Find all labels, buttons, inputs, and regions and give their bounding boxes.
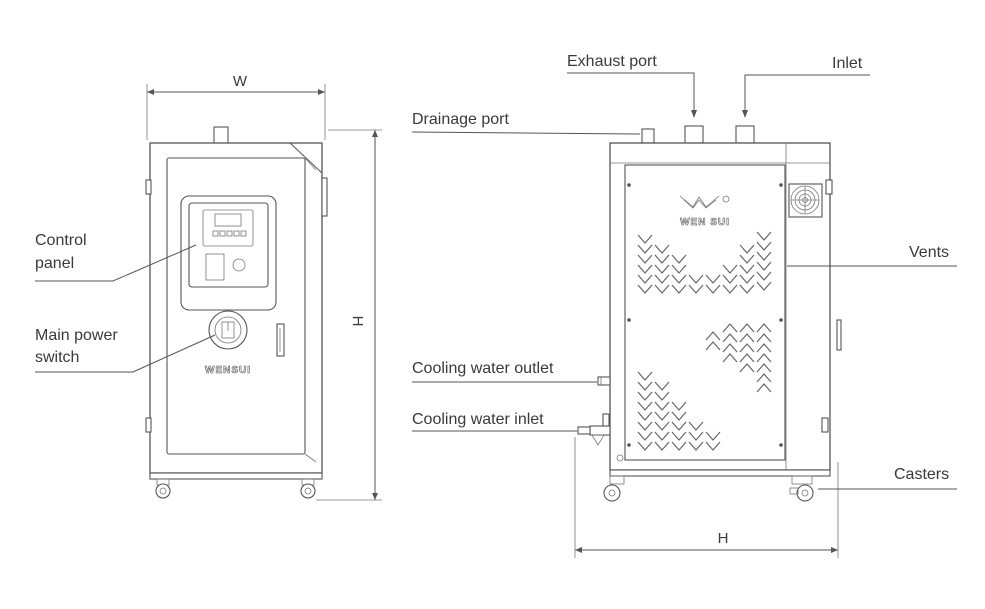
exhaust-port [684,125,704,144]
cooling-water-inlet-label: Cooling water inlet [412,411,544,428]
side-hinge-top [825,179,833,195]
inlet-leader [744,74,870,112]
front-width-label: W [233,73,248,90]
controller-display [202,209,254,247]
drainage-port [641,128,655,144]
side-depth-label: H [718,530,729,547]
cooling-water-inlet-fitting [577,413,611,446]
vent-panel [624,164,786,461]
inlet-port [735,125,755,144]
inlet-label: Inlet [832,55,863,72]
front-side-bracket [321,177,328,217]
front-view-machine: WENSUI [145,126,328,499]
main-power-label-line2: switch [35,349,79,366]
exhaust-port-leader [567,72,695,112]
side-latch [836,319,842,351]
door-latch [276,323,285,357]
cooling-water-outlet-fitting [597,376,611,386]
front-hinge-top [145,179,152,195]
front-hinge-bottom [145,417,152,433]
front-brand-logo: WENSUI [205,365,251,376]
front-width-dimension: W [146,73,326,140]
main-power-leader [35,334,216,373]
side-brand-logo: WEN SUI [680,217,730,228]
cooling-water-outlet-label: Cooling water outlet [412,360,554,377]
control-label-plate [205,253,225,281]
cooling-fan-icon [788,183,823,218]
front-caster-right [300,478,316,499]
vents-label: Vents [909,244,949,261]
side-caster-right [789,475,814,502]
front-base [149,472,323,480]
side-depth-dimension: H [574,437,839,558]
indicator-knob [232,258,246,272]
front-top-outlet [213,126,229,145]
drainage-port-label: Drainage port [412,111,510,128]
control-panel-label-line2: panel [35,255,74,272]
side-caster-left [603,475,625,502]
side-brand-logo-mark [679,195,730,209]
front-caster-left [155,478,171,499]
control-panel-leader [35,244,197,282]
side-hinge-bottom [821,417,829,433]
main-power-label-line1: Main power [35,327,118,344]
control-panel-inner [188,202,269,288]
vents-group [637,231,772,451]
side-view-machine: WEN SUI [577,125,842,502]
front-height-dimension: H [316,129,382,501]
side-base [609,469,831,477]
exhaust-port-label: Exhaust port [567,53,657,70]
drain-valve [616,454,624,462]
drainage-port-leader [411,131,641,135]
control-panel-label-line1: Control [35,232,87,249]
casters-label: Casters [894,466,949,483]
front-height-label: H [349,316,366,327]
